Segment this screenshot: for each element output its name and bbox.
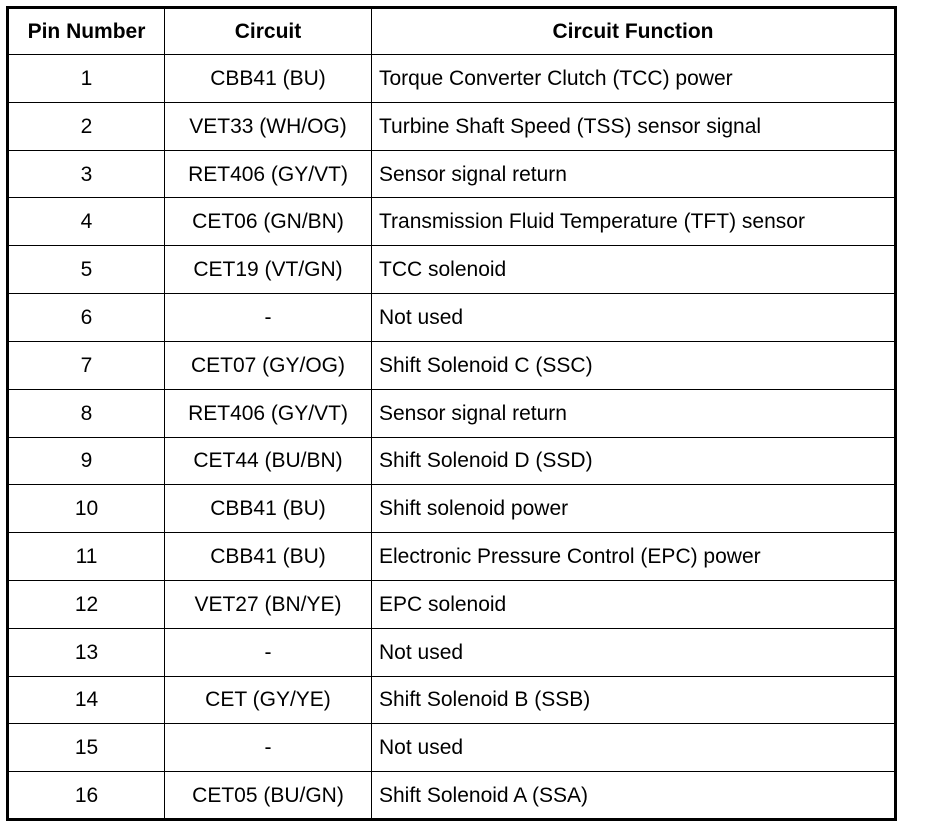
- header-row: Pin Number Circuit Circuit Function: [7, 7, 896, 55]
- circuit-cell: -: [164, 723, 372, 773]
- circuit-cell: -: [164, 293, 372, 342]
- pin-number-cell: 8: [7, 388, 165, 438]
- circuit-function-cell: EPC solenoid: [371, 579, 896, 629]
- circuit-function-cell: Electronic Pressure Control (EPC) power: [371, 532, 896, 581]
- circuit-function-cell: Shift Solenoid C (SSC): [371, 340, 896, 390]
- circuit-function-cell: TCC solenoid: [371, 245, 896, 295]
- circuit-cell: CET44 (BU/BN): [164, 436, 372, 486]
- pin-number-cell: 2: [7, 101, 165, 151]
- table-row: 13 - Not used: [7, 627, 896, 677]
- circuit-cell: RET406 (GY/VT): [164, 388, 372, 438]
- circuit-function-cell: Not used: [371, 627, 896, 677]
- pin-number-cell: 9: [7, 436, 165, 486]
- header-circuit-function: Circuit Function: [371, 7, 896, 55]
- circuit-cell: VET33 (WH/OG): [164, 101, 372, 151]
- pin-number-cell: 15: [7, 723, 165, 773]
- circuit-function-cell: Sensor signal return: [371, 149, 896, 199]
- pin-number-cell: 1: [7, 54, 165, 103]
- pin-number-cell: 7: [7, 340, 165, 390]
- table-row: 11 CBB41 (BU) Electronic Pressure Contro…: [7, 532, 896, 581]
- table-row: 2 VET33 (WH/OG) Turbine Shaft Speed (TSS…: [7, 101, 896, 151]
- circuit-function-cell: Not used: [371, 293, 896, 342]
- table-header: Pin Number Circuit Circuit Function: [7, 7, 896, 55]
- circuit-cell: CET05 (BU/GN): [164, 771, 372, 820]
- circuit-function-cell: Torque Converter Clutch (TCC) power: [371, 54, 896, 103]
- circuit-function-cell: Shift solenoid power: [371, 484, 896, 534]
- table-row: 6 - Not used: [7, 293, 896, 342]
- table-row: 4 CET06 (GN/BN) Transmission Fluid Tempe…: [7, 197, 896, 247]
- pin-number-cell: 11: [7, 532, 165, 581]
- table-row: 7 CET07 (GY/OG) Shift Solenoid C (SSC): [7, 340, 896, 390]
- circuit-cell: CET07 (GY/OG): [164, 340, 372, 390]
- circuit-cell: CBB41 (BU): [164, 54, 372, 103]
- table-row: 1 CBB41 (BU) Torque Converter Clutch (TC…: [7, 54, 896, 103]
- table-row: 5 CET19 (VT/GN) TCC solenoid: [7, 245, 896, 295]
- table-row: 10 CBB41 (BU) Shift solenoid power: [7, 484, 896, 534]
- circuit-function-cell: Transmission Fluid Temperature (TFT) sen…: [371, 197, 896, 247]
- circuit-function-cell: Shift Solenoid A (SSA): [371, 771, 896, 820]
- pin-number-cell: 12: [7, 579, 165, 629]
- circuit-cell: CET (GY/YE): [164, 675, 372, 725]
- circuit-cell: CBB41 (BU): [164, 532, 372, 581]
- circuit-cell: CBB41 (BU): [164, 484, 372, 534]
- pin-number-cell: 10: [7, 484, 165, 534]
- circuit-function-cell: Shift Solenoid B (SSB): [371, 675, 896, 725]
- circuit-cell: VET27 (BN/YE): [164, 579, 372, 629]
- table-body: 1 CBB41 (BU) Torque Converter Clutch (TC…: [7, 54, 896, 820]
- circuit-cell: CET06 (GN/BN): [164, 197, 372, 247]
- pin-number-cell: 3: [7, 149, 165, 199]
- table-row: 9 CET44 (BU/BN) Shift Solenoid D (SSD): [7, 436, 896, 486]
- header-pin-number: Pin Number: [7, 7, 165, 55]
- circuit-cell: RET406 (GY/VT): [164, 149, 372, 199]
- table-row: 15 - Not used: [7, 723, 896, 773]
- header-circuit: Circuit: [164, 7, 372, 55]
- circuit-function-cell: Shift Solenoid D (SSD): [371, 436, 896, 486]
- pin-number-cell: 14: [7, 675, 165, 725]
- table-row: 14 CET (GY/YE) Shift Solenoid B (SSB): [7, 675, 896, 725]
- circuit-cell: -: [164, 627, 372, 677]
- circuit-function-cell: Not used: [371, 723, 896, 773]
- circuit-function-cell: Sensor signal return: [371, 388, 896, 438]
- circuit-function-cell: Turbine Shaft Speed (TSS) sensor signal: [371, 101, 896, 151]
- table-row: 8 RET406 (GY/VT) Sensor signal return: [7, 388, 896, 438]
- pin-number-cell: 13: [7, 627, 165, 677]
- pin-number-cell: 16: [7, 771, 165, 820]
- table-row: 3 RET406 (GY/VT) Sensor signal return: [7, 149, 896, 199]
- table-row: 16 CET05 (BU/GN) Shift Solenoid A (SSA): [7, 771, 896, 820]
- circuit-cell: CET19 (VT/GN): [164, 245, 372, 295]
- pin-table: Pin Number Circuit Circuit Function 1 CB…: [6, 6, 897, 821]
- pin-number-cell: 6: [7, 293, 165, 342]
- pin-number-cell: 5: [7, 245, 165, 295]
- pin-number-cell: 4: [7, 197, 165, 247]
- table-row: 12 VET27 (BN/YE) EPC solenoid: [7, 579, 896, 629]
